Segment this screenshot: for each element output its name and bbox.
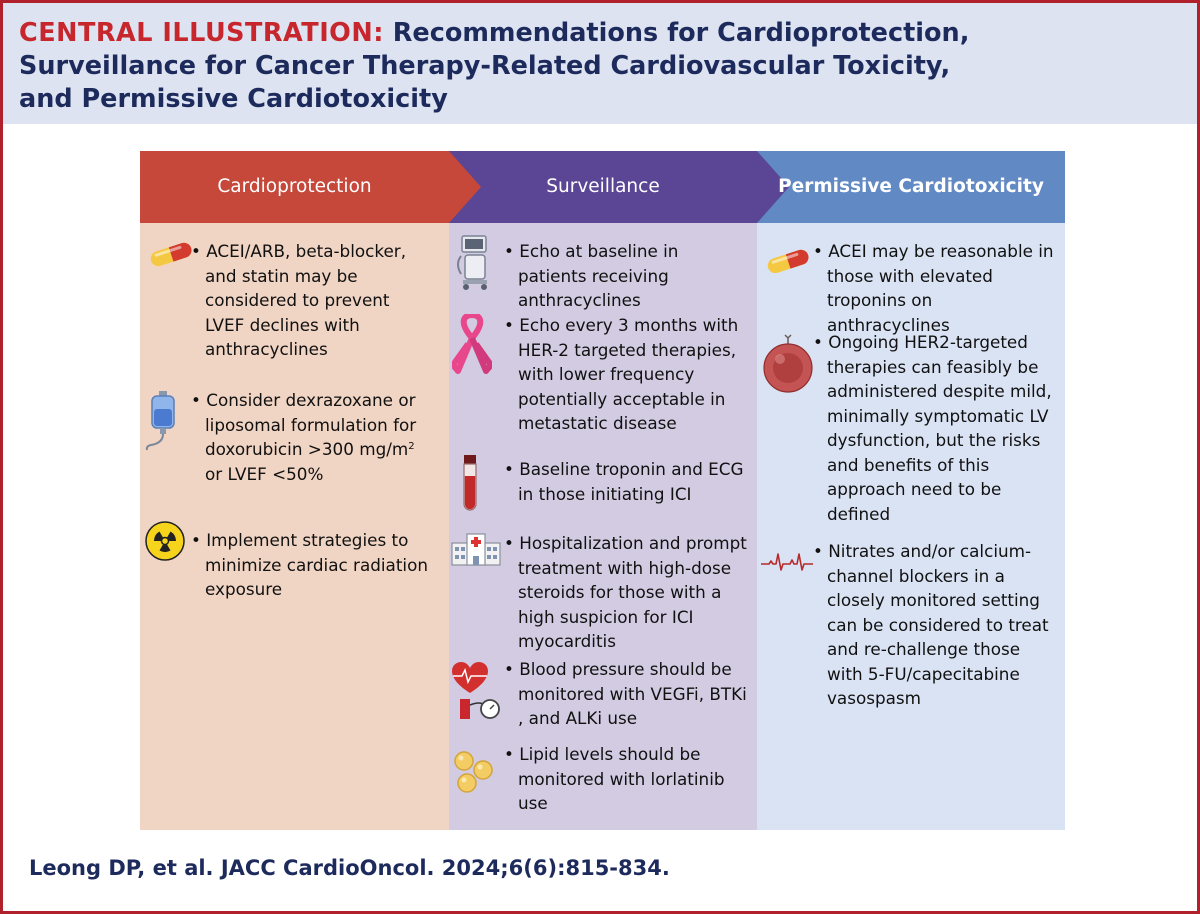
radiation-icon bbox=[145, 521, 185, 561]
pill-capsule-icon bbox=[767, 249, 809, 274]
title-line-2: Surveillance for Cancer Therapy-Related … bbox=[19, 51, 951, 81]
title-text-1: Recommendations for Cardioprotection, bbox=[392, 18, 970, 48]
ecg-wave-icon bbox=[761, 553, 813, 571]
surveillance-item-1: Echo at baseline in patients receiving a… bbox=[504, 239, 749, 313]
citation: Leong DP, et al. JACC CardioOncol. 2024;… bbox=[29, 856, 670, 880]
title-line-1: CENTRAL ILLUSTRATION: Recommendations fo… bbox=[19, 17, 1197, 50]
title-band: CENTRAL ILLUSTRATION: Recommendations fo… bbox=[3, 3, 1197, 124]
permissive-heading: Permissive Cardiotoxicity bbox=[778, 176, 1044, 197]
blood-tube-icon bbox=[463, 455, 477, 511]
cardioprotection-item-1: ACEI/ARB, beta-blocker, and statin may b… bbox=[191, 239, 431, 362]
title-prefix: CENTRAL ILLUSTRATION: bbox=[19, 18, 384, 48]
surveillance-item-5: Blood pressure should be monitored with … bbox=[504, 657, 749, 731]
column-header-arrows bbox=[140, 151, 1065, 223]
ultrasound-machine-icon bbox=[457, 235, 487, 290]
surveillance-item-3: Baseline troponin and ECG in those initi… bbox=[504, 457, 749, 506]
cardioprotection-header-shape bbox=[140, 151, 481, 223]
surveillance-item-4: Hospitalization and prompt treatment wit… bbox=[504, 531, 749, 654]
cell-icon bbox=[763, 334, 813, 393]
cardioprotection-item-2-text: Consider dexrazoxane or liposomal formul… bbox=[205, 390, 417, 459]
surveillance-item-6: Lipid levels should be monitored with lo… bbox=[504, 742, 749, 816]
surveillance-heading: Surveillance bbox=[546, 176, 660, 197]
permissive-item-2: Ongoing HER2-targeted therapies can feas… bbox=[813, 330, 1058, 526]
surveillance-header-shape bbox=[449, 151, 789, 223]
hospital-icon bbox=[451, 533, 501, 566]
pill-capsule-icon bbox=[150, 242, 192, 267]
surveillance-item-2: Echo every 3 months with HER-2 targeted … bbox=[504, 313, 749, 436]
cardioprotection-item-3: Implement strategies to minimize cardiac… bbox=[191, 528, 431, 602]
blood-pressure-icon bbox=[452, 662, 500, 719]
superscript-2: 2 bbox=[408, 441, 415, 452]
recommendation-diagram: Cardioprotection Surveillance Permissive… bbox=[140, 151, 1065, 830]
permissive-item-1: ACEI may be reasonable in those with ele… bbox=[813, 239, 1058, 337]
lipid-droplets-icon bbox=[454, 751, 493, 793]
permissive-header-shape bbox=[757, 151, 1065, 223]
pink-ribbon-icon bbox=[452, 314, 492, 374]
iv-bag-icon bbox=[145, 391, 175, 451]
cardioprotection-item-2: Consider dexrazoxane or liposomal formul… bbox=[191, 388, 431, 486]
cardioprotection-heading: Cardioprotection bbox=[217, 176, 372, 197]
permissive-item-3: Nitrates and/or calcium-channel blockers… bbox=[813, 539, 1058, 711]
cardioprotection-item-2-text-end: or LVEF <50% bbox=[205, 463, 324, 484]
title-line-3: and Permissive Cardiotoxicity bbox=[19, 84, 448, 114]
